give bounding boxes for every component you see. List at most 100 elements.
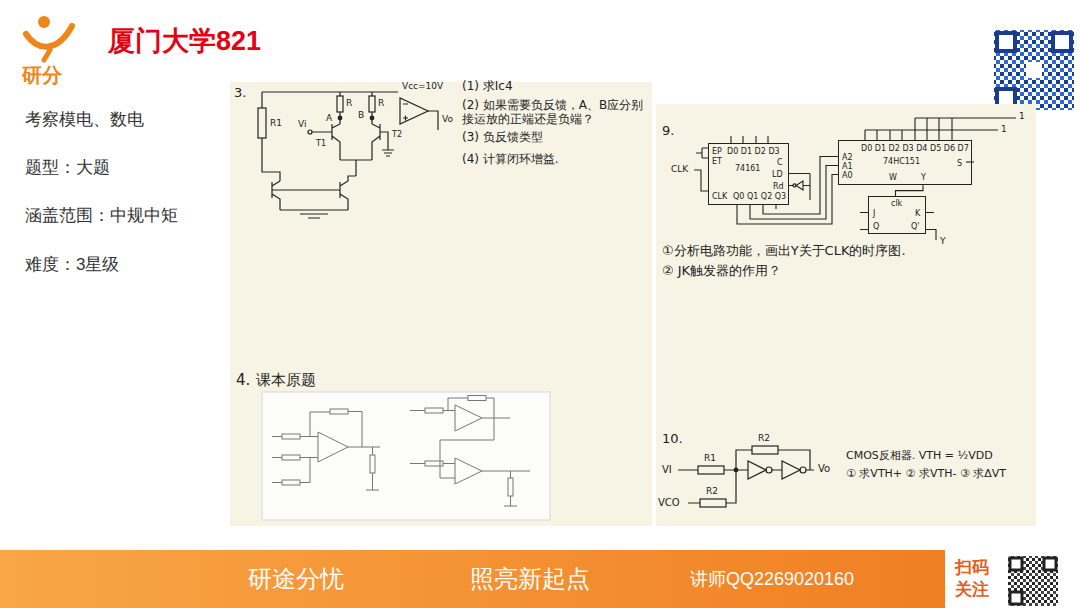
bjt-amplifier-circuit	[340, 160, 372, 176]
signal-label: Vo	[818, 463, 830, 475]
textbook-figure	[504, 471, 517, 506]
schmitt-trigger-circuit	[734, 468, 738, 472]
component-label: R	[346, 98, 352, 108]
qr-code	[1053, 33, 1071, 51]
bjt-amplifier-circuit	[258, 108, 266, 138]
pin-label: K	[915, 209, 920, 218]
component-label: R2	[706, 486, 718, 496]
component-label: R	[378, 98, 384, 108]
bjt-amplifier-circuit	[338, 116, 342, 120]
bjt-amplifier-circuit	[369, 96, 375, 112]
supply-label: Vcc=10V	[402, 81, 443, 91]
info-line: 难度：3星级	[25, 255, 119, 275]
note-text: 课本原题	[256, 372, 316, 389]
component-label: R2	[758, 433, 770, 443]
textbook-figure	[348, 412, 380, 448]
question-text: (2) 如果需要负反馈，A、B应分别接运放的正端还是负端？	[462, 99, 648, 127]
qr-code	[994, 30, 1074, 110]
qr-code	[994, 30, 1074, 110]
logo-figure	[26, 16, 72, 60]
component-label: T2	[392, 130, 402, 139]
node-label: B	[358, 110, 364, 120]
node-label: A	[326, 113, 332, 123]
paper-panel	[230, 82, 1036, 526]
logo-figure	[44, 50, 50, 60]
schmitt-trigger-circuit	[782, 461, 800, 479]
pin-label: Rd	[773, 182, 784, 191]
footer-bar	[0, 550, 945, 608]
schmitt-trigger-circuit	[678, 446, 814, 507]
signal-label: Vo	[442, 114, 453, 124]
bjt-amplifier-circuit	[280, 210, 348, 218]
counter-mux-circuit	[796, 181, 803, 190]
question-text: ② JK触发器的作用？	[662, 264, 1030, 279]
pin-label: ET	[712, 157, 722, 166]
signal-label: Vi	[298, 119, 306, 129]
bjt-amplifier-circuit	[272, 181, 280, 210]
info-line: 题型：大题	[25, 158, 110, 178]
signal-label: VCO	[658, 497, 680, 509]
signal-wire	[896, 185, 924, 196]
schmitt-trigger-circuit	[698, 466, 724, 474]
counter-mux-circuit	[800, 174, 810, 201]
textbook-figure	[318, 432, 348, 462]
bjt-amplifier-circuit	[272, 189, 340, 190]
logic-level: 1	[1001, 124, 1007, 134]
bjt-amplifier-circuit	[400, 98, 428, 124]
question-number: 9.	[662, 124, 674, 139]
bjt-amplifier-circuit	[370, 116, 374, 120]
logo-figure	[38, 16, 50, 28]
textbook-figure	[282, 434, 300, 439]
textbook-figure	[468, 396, 486, 401]
qr-code	[1026, 62, 1042, 78]
pin-label: CLK	[712, 192, 727, 201]
question-block: CMOS反相器. VTH = ½VDD① 求VTH+ ② 求VTH- ③ 求ΔV…	[846, 450, 1032, 485]
schmitt-trigger-circuit	[748, 461, 766, 479]
counter-mux-circuit	[915, 118, 1016, 140]
pin-label: C	[777, 158, 783, 167]
contact-text: 讲师QQ2269020160	[690, 569, 854, 590]
component-label: R1	[270, 118, 282, 128]
chip-name: 74HC151	[883, 157, 920, 166]
footer-bar	[1010, 592, 1022, 604]
qr-code	[997, 33, 1015, 51]
bjt-amplifier-circuit	[258, 92, 438, 218]
textbook-figure	[272, 458, 310, 483]
question-text: ① 求VTH+ ② 求VTH- ③ 求ΔVT	[846, 468, 1032, 481]
textbook-figure	[262, 392, 550, 520]
schmitt-trigger-circuit	[700, 499, 726, 507]
textbook-figure	[262, 392, 550, 520]
component-label: R1	[704, 453, 716, 463]
slogan-text: 研途分忧	[248, 565, 344, 593]
footer-bar	[1044, 558, 1056, 570]
logic-level: 1	[1019, 111, 1025, 121]
qr-caption: 关注	[955, 580, 989, 600]
counter-mux-circuit	[696, 148, 708, 158]
pin-label: D0 D1 D2 D3 D4 D5 D6 D7	[861, 144, 969, 153]
textbook-figure	[272, 436, 318, 437]
schmitt-trigger-circuit	[752, 446, 778, 454]
pin-label: Q	[873, 222, 879, 231]
question-text: ①分析电路功能，画出Y关于CLK的时序图.	[662, 244, 1030, 259]
pin-label: S	[957, 159, 962, 168]
pin-label: D0 D1 D2 D3	[727, 147, 780, 156]
textbook-figure	[410, 418, 494, 478]
signal-label: Y	[940, 236, 946, 246]
info-line: 涵盖范围：中规中矩	[25, 206, 178, 226]
question-block: (1) 求Ic4(2) 如果需要负反馈，A、B应分别接运放的正端还是负端？(3)…	[462, 80, 648, 172]
textbook-figure	[455, 458, 482, 484]
schmitt-trigger-circuit	[766, 467, 772, 473]
logo-text: 研分	[22, 64, 62, 87]
bjt-amplifier-circuit	[372, 124, 388, 160]
counter-mux-circuit	[763, 157, 838, 215]
bjt-amplifier-circuit	[403, 104, 408, 121]
counter-mux-circuit	[860, 213, 936, 241]
paper-panel	[656, 104, 1036, 526]
qr-caption: 扫码	[955, 558, 989, 578]
component-label: T1	[316, 139, 326, 148]
textbook-figure	[330, 409, 348, 414]
textbook-figure	[482, 471, 530, 472]
